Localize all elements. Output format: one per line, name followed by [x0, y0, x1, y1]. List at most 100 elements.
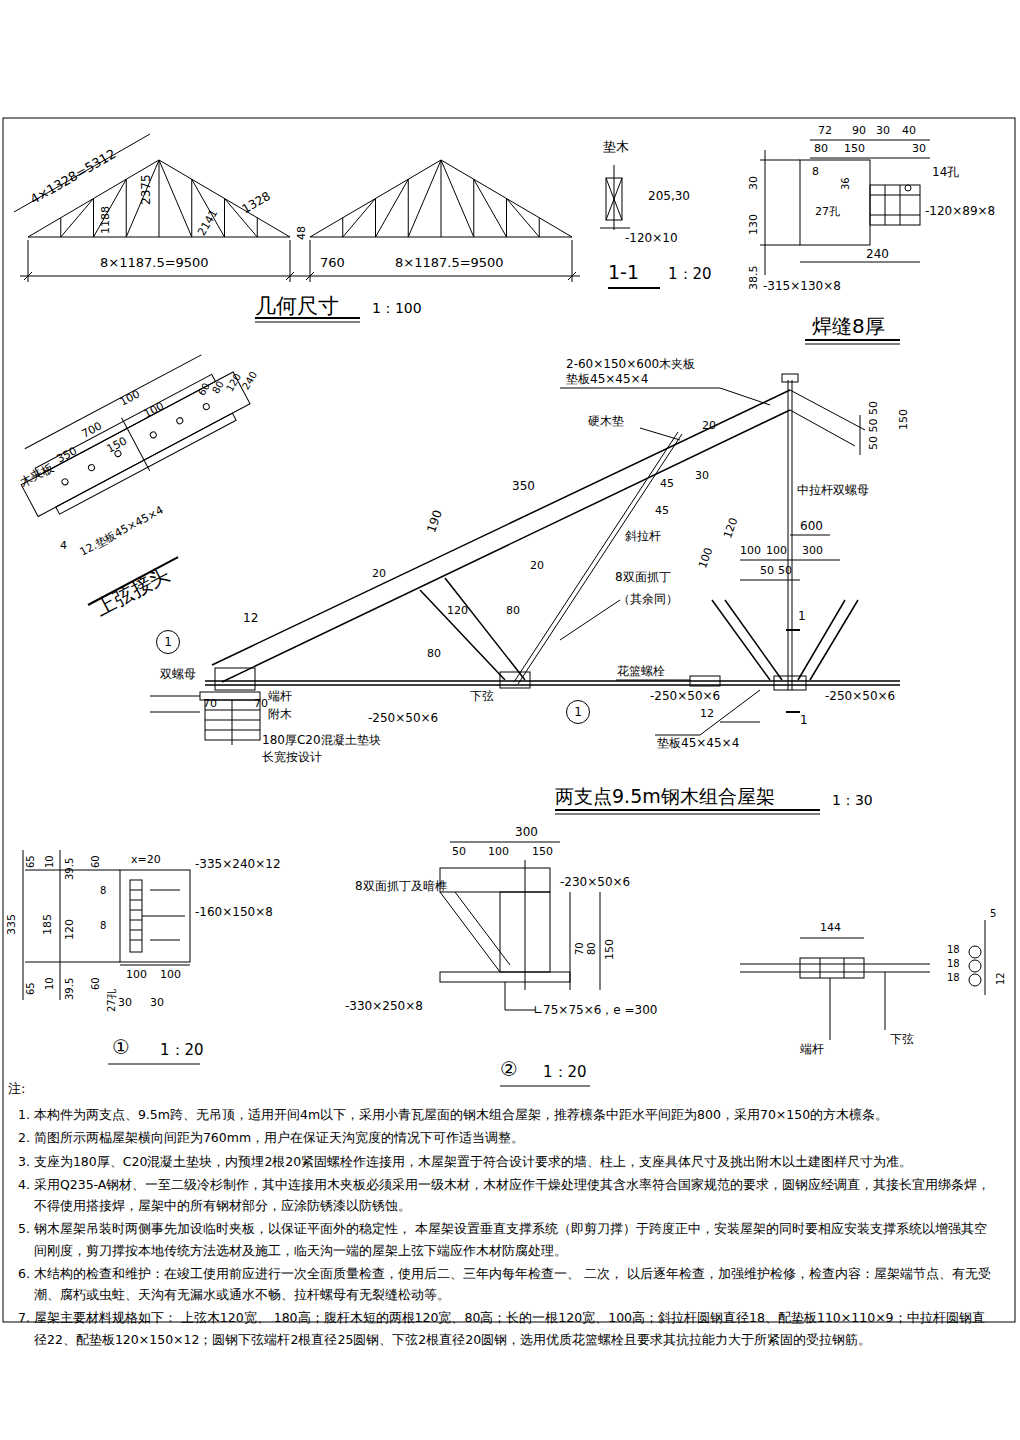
- drawing-label: 垫板45×45×4: [657, 737, 739, 751]
- drawing-label: ②: [500, 1058, 518, 1081]
- drawing-label: 20: [702, 420, 716, 433]
- drawing-label: 45: [660, 478, 674, 491]
- drawing-label: 39.5: [64, 978, 76, 1000]
- drawing-label: 39.5: [64, 858, 76, 880]
- drawing-label: 120: [447, 605, 468, 618]
- note-text: 4. 采用Q235-A钢材、一至二级冷杉制作，其中连接用木夹板必须采用一级木材，…: [18, 1174, 993, 1217]
- drawing-label: ∟75×75×6，e =300: [533, 1004, 658, 1018]
- drawing-label: -230×50×6: [560, 876, 630, 890]
- drawing-label: 50: [778, 565, 792, 578]
- drawing-label: 8双面抓丁及暗榫: [355, 880, 447, 894]
- drawing-label: 8×1187.5=9500: [395, 256, 504, 271]
- drawing-label: -330×250×8: [345, 1000, 423, 1014]
- drawing-label: 30: [748, 176, 761, 190]
- note-text: 7. 屋架主要材料规格如下： 上弦木120宽、 180高；腹杆木短的两根120宽…: [18, 1307, 993, 1350]
- callout-number: 1: [574, 705, 582, 719]
- drawing-label: 端杆: [800, 1043, 824, 1057]
- drawing-label: 硬木垫: [588, 415, 624, 429]
- drawing-label: 4: [60, 540, 67, 553]
- note-text: 6. 木结构的检查和维护：在竣工使用前应进行一次全面质量检查，使用后二、三年内每…: [18, 1263, 993, 1306]
- drawing-label: 100: [142, 400, 166, 421]
- drawing-label: 300: [515, 826, 538, 840]
- drawing-label: 上弦接头: [92, 562, 173, 620]
- drawing-label: （其余同）: [618, 593, 678, 607]
- drawing-label: 注:: [8, 1082, 25, 1097]
- drawing-label: 1328: [240, 190, 273, 217]
- drawing-label: 100: [740, 545, 761, 558]
- drawing-label: 80: [427, 648, 441, 661]
- drawing-label: 100: [488, 846, 509, 859]
- drawing-label: 2141: [196, 208, 221, 239]
- drawing-label: 下弦: [890, 1033, 914, 1047]
- drawing-label: -120×10: [625, 232, 678, 246]
- drawing-label: 1：100: [372, 300, 422, 316]
- drawing-label: 30: [150, 997, 164, 1010]
- drawing-label: 100: [126, 969, 147, 982]
- drawing-label: 中拉杆双螺母: [797, 484, 869, 498]
- drawing-label: 1: [798, 610, 806, 624]
- drawing-label: 2-60×150×600木夹板: [566, 358, 695, 372]
- drawing-label: 180厚C20混凝土垫块: [262, 734, 381, 748]
- drawing-label: 下弦: [470, 690, 494, 704]
- drawing-label: 100: [160, 969, 181, 982]
- drawing-label: 18: [947, 958, 960, 970]
- drawing-label: 50: [760, 565, 774, 578]
- drawing-label: 65: [25, 855, 37, 868]
- drawing-label: 100: [766, 545, 787, 558]
- drawing-label: 14孔: [932, 166, 959, 180]
- drawing-label: 8×1187.5=9500: [100, 256, 209, 271]
- drawing-label: 几何尺寸: [255, 294, 339, 318]
- callout-number: 1: [164, 635, 172, 649]
- drawing-label: 130: [748, 214, 761, 235]
- note-text: 3. 支座为180厚、C20混凝土垫块，内预埋2根20紧固螺栓作连接用，木屋架置…: [18, 1151, 993, 1172]
- drawing-label: 附木: [268, 708, 292, 722]
- drawing-label: 50 50 50: [868, 401, 881, 450]
- drawing-label: 1：20: [543, 1064, 587, 1081]
- drawing-label: 205,30: [648, 190, 690, 204]
- drawing-label: 垫板45×45×4: [566, 373, 648, 387]
- drawing-label: 70: [254, 698, 268, 711]
- drawing-label: -250×50×6: [650, 690, 720, 704]
- drawing-label: ①: [112, 1036, 130, 1059]
- drawing-label: 50: [452, 846, 466, 859]
- drawing-label: 1188: [100, 206, 113, 234]
- drawing-label: 10: [44, 855, 56, 868]
- drawing-label: 60: [196, 381, 212, 398]
- drawing-label: 65: [25, 982, 37, 995]
- drawing-label: 1: [800, 714, 808, 728]
- drawing-label: 8双面抓丁: [615, 571, 671, 585]
- drawing-label: 150: [898, 409, 911, 430]
- drawing-label: -335×240×12: [195, 858, 281, 872]
- drawing-label: 18: [947, 944, 960, 956]
- drawing-label: 1：20: [668, 266, 712, 283]
- drawing-label: 12.垫板45×45×4: [78, 504, 166, 559]
- drawing-label: 45: [655, 505, 669, 518]
- drawing-label: 焊缝8厚: [812, 315, 885, 338]
- drawing-label: 垫木: [603, 140, 629, 155]
- drawing-label: 80: [814, 143, 828, 156]
- drawing-label: 70: [574, 942, 586, 955]
- drawing-label: -315×130×8: [763, 280, 841, 294]
- drawing-label: -250×50×6: [825, 690, 895, 704]
- drawing-label: 100: [118, 388, 142, 409]
- drawing-label: 150: [844, 143, 865, 156]
- drawing-label: 80: [506, 605, 520, 618]
- drawing-label: 240: [240, 369, 260, 391]
- drawing-label: 2375: [140, 174, 154, 205]
- drawing-label: 144: [820, 922, 841, 935]
- drawing-label: 150: [532, 846, 553, 859]
- drawing-label: 木夹板: [18, 461, 56, 490]
- drawing-label: 72: [818, 125, 832, 138]
- drawing-label: 12: [700, 708, 714, 721]
- drawing-label: 185: [42, 914, 55, 935]
- drawing-label: 长宽按设计: [262, 751, 322, 765]
- drawing-label: 335: [6, 914, 19, 935]
- drawing-label: -120×89×8: [925, 205, 995, 219]
- drawing-label: 36: [840, 177, 852, 190]
- drawing-label: 端杆: [268, 690, 292, 704]
- drawing-label: 760: [320, 256, 345, 271]
- drawing-label: 60: [90, 855, 102, 868]
- drawing-label: 30: [912, 143, 926, 156]
- drawing-label: 1-1: [608, 262, 639, 284]
